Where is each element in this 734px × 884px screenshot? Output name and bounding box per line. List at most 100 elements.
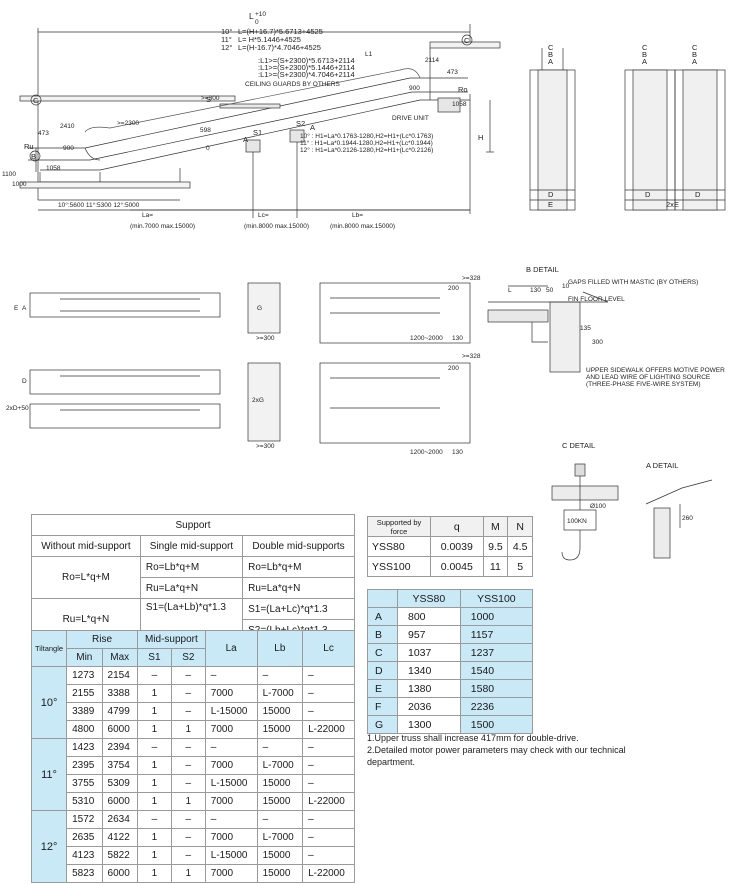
rise-cell: 7000 [204,684,258,703]
rise-subheader-row: Min Max S1 S2 [32,648,355,667]
dims-cell: 1000 [459,607,534,626]
dims-key: D [367,661,398,680]
rise-cell: 15000 [256,774,304,793]
rise-cell: L-22000 [302,720,355,739]
force-header-row: Supported by force q M N [367,516,533,537]
sec2-a: A [642,57,647,66]
sec3-b: B [692,50,697,59]
dims-cell: 2236 [459,697,534,716]
rise-cell: 6000 [101,720,138,739]
sec3-c: C [692,43,698,52]
force-cell: YSS100 [367,556,431,577]
dims-cell: 1580 [459,679,534,698]
support-col-double: Double mid-supports [242,535,355,557]
dim-zero: 0 [206,145,210,152]
rise-cell: 1 [136,720,172,739]
label-s: S [206,95,211,104]
rise-cell: 1 [136,756,172,775]
force-cell: 0.0039 [430,536,484,557]
rise-cell: L-7000 [256,684,304,703]
plan-gt300-a: >=300 [256,335,275,342]
rise-cell: L-15000 [204,846,258,865]
plan-a: A [22,305,27,312]
elevation-drawing: L +10 0 10° L=(H+16.7)*5.6713+4525 11° L… [2,11,501,230]
rise-cell: – [204,810,258,829]
c-detail-title: C DETAIL [562,441,595,450]
deg12-label: 12° [221,43,232,52]
dims-key: A [367,607,398,626]
rise-cell: 15000 [256,702,304,721]
sec1-e: E [548,200,553,209]
sec2-c: C [642,43,648,52]
plan-200-a: 200 [448,285,459,292]
rise-cell: 4799 [101,702,138,721]
lc-range: (min.8000 max.15000) [244,223,309,230]
rise-table: Tiltangle Rise Mid-support La Lb Lc Min … [30,630,355,883]
l1-formula-11: :L1>=(S+2300)*5.1446+2114 [258,63,355,72]
rise-cell: – [302,828,355,847]
dims-key: F [367,697,398,716]
force-table: Supported by force q M N YSS80 0.0039 9.… [367,516,533,577]
support-cell: Ro=L*q+M [31,556,141,599]
support-cell: Ru=La*q+N [139,577,244,599]
plan-gt328-b: >=328 [462,353,481,360]
rise-cell: 1 [170,792,206,811]
force-row: YSS100 0.0045 11 5 [367,556,533,577]
rise-cell: 1 [170,864,206,883]
support-cell: S1=(La+Lc)*q*1.3 [242,598,355,620]
rise-cell: 7000 [204,720,258,739]
force-header-cell: M [482,516,509,537]
sec3-a: A [692,57,697,66]
support-col-without: Without mid-support [31,535,141,557]
h-formula-12: 12° : H1=La*0.2126-1280,H2=H1+(Lc*0.2126… [300,146,433,154]
dims-cell: 1300 [397,715,461,734]
cross-sections: C B A C B A C B A D E D D 2xE [529,43,726,211]
rise-cell: – [170,666,206,685]
dim-598: 598 [200,127,211,134]
support-cell: Ru=La*q+N [242,577,355,599]
rise-header-s1: S1 [136,648,172,667]
rise-cell: – [302,666,355,685]
b-detail-note-2: AND LEAD WIRE OF LIGHTING SOURCE [586,374,711,381]
dims-cell: 1380 [397,679,461,698]
support-table-title-row: Support [31,514,355,536]
rise-cell: 7000 [204,756,258,775]
sec1-c: C [548,43,554,52]
force-cell: 4.5 [507,536,533,557]
dims-header-cell: YSS100 [459,589,534,608]
lc-label: Lc= [258,212,269,219]
a-detail-title: A DETAIL [646,461,678,470]
b-detail-300: 300 [592,339,603,346]
rise-cell: – [302,702,355,721]
force-row: YSS80 0.0039 9.5 4.5 [367,536,533,557]
dim-900-top: 900 [409,85,420,92]
plan-130-a: 130 [452,335,463,342]
note-1: 1.Upper truss shall increase 417mm for d… [367,733,579,743]
rise-cell: – [302,846,355,865]
dims-cell: 2036 [397,697,461,716]
b-detail-note-3: (THREE-PHASE FIVE-WIRE SYSTEM) [586,381,700,388]
rise-cell: – [302,756,355,775]
rise-cell: L-22000 [302,792,355,811]
deg11-label: 11° [221,35,232,44]
l1-formula-12: :L1>=(S+2300)*4.7046+2114 [258,70,355,79]
rise-cell: – [204,738,258,757]
rise-cell: – [302,774,355,793]
support-cell: Ro=Lb*q+M [242,556,355,578]
dim-2410: 2410 [60,123,75,130]
plan-130-b: 130 [452,449,463,456]
dims-cell: 957 [397,625,461,644]
rise-cell: 15000 [256,720,304,739]
label-s1: S1 [253,128,262,137]
b-detail-fin-floor: FIN FLOOR LEVEL [568,296,625,303]
l-tol-plus: +10 [255,11,266,18]
